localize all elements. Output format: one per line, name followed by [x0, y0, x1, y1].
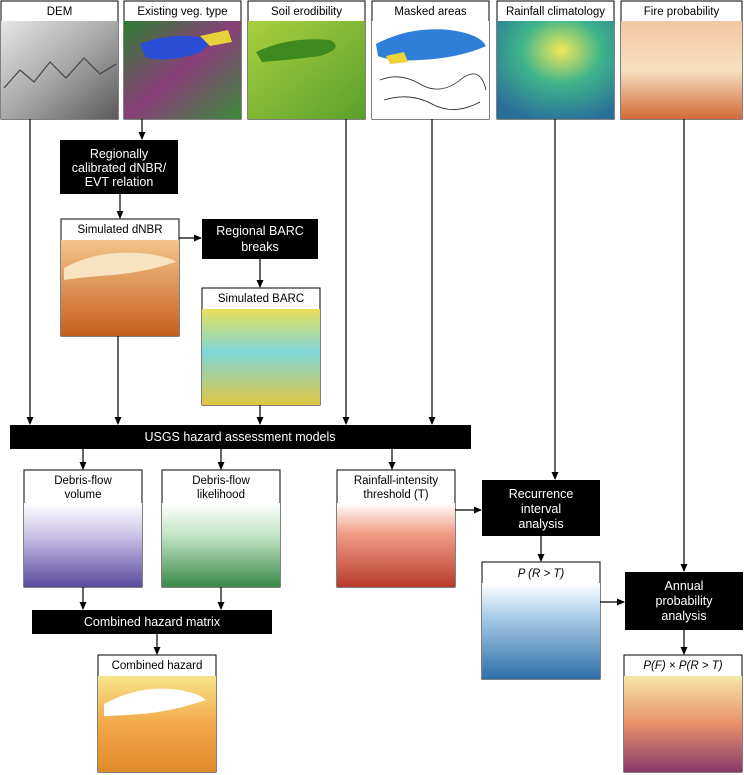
- panel-prt: P (R > T): [481, 561, 601, 680]
- box-annual-probability: Annual probability analysis: [625, 572, 743, 630]
- threshold-map: [337, 503, 455, 587]
- panel-masked-label: Masked areas: [394, 6, 466, 18]
- panel-masked: Masked areas: [371, 0, 490, 120]
- veg-water-patch: [140, 36, 208, 60]
- likelihood-line-2: likelihood: [197, 489, 245, 501]
- annual-line-1: Annual: [665, 579, 704, 593]
- panel-rain: Rainfall climatology: [496, 0, 615, 120]
- calib-line-3: EVT relation: [85, 175, 154, 189]
- panel-debris-volume: Debris-flow volume: [23, 469, 143, 588]
- panel-combined-hazard: Combined hazard: [97, 654, 217, 773]
- annual-line-3: analysis: [661, 609, 706, 623]
- combined-label: Combined hazard: [112, 660, 203, 672]
- rain-map: [497, 21, 614, 119]
- calib-line-2: calibrated dNBR/: [72, 161, 167, 175]
- connectors: [26, 119, 688, 655]
- usgs-label: USGS hazard assessment models: [144, 430, 335, 444]
- barc-map: [202, 309, 320, 405]
- recurrence-line-2: interval: [521, 502, 561, 516]
- panel-soil: Soil erodibility: [247, 0, 366, 120]
- box-combined-hazard-matrix: Combined hazard matrix: [32, 610, 272, 634]
- masked-streams: [379, 73, 487, 110]
- panel-simulated-barc: Simulated BARC: [201, 287, 321, 406]
- panel-simulated-dnbr: Simulated dNBR: [60, 218, 180, 337]
- panel-debris-likelihood: Debris-flow likelihood: [161, 469, 281, 588]
- volume-line-2: volume: [64, 489, 101, 501]
- panel-fire: Fire probability: [620, 0, 743, 120]
- soil-map: [248, 21, 365, 119]
- panel-dem: DEM: [0, 0, 119, 120]
- veg-yellow-patch: [200, 30, 232, 46]
- threshold-line-1: Rainfall-intensity: [354, 475, 439, 487]
- box-usgs-models: USGS hazard assessment models: [10, 425, 471, 449]
- likelihood-line-1: Debris-flow: [192, 475, 250, 487]
- dem-ridges: [3, 57, 117, 89]
- box-recurrence-analysis: Recurrence interval analysis: [482, 480, 600, 536]
- threshold-line-2: threshold (T): [363, 489, 428, 501]
- likelihood-map: [162, 503, 280, 587]
- panel-soil-label: Soil erodibility: [271, 6, 342, 18]
- soil-dark-band: [256, 39, 336, 62]
- dem-map: [1, 21, 118, 119]
- prt-map: [482, 583, 600, 679]
- fire-map: [621, 21, 742, 119]
- panel-veg-label: Existing veg. type: [137, 6, 227, 18]
- panel-dem-label: DEM: [47, 6, 73, 18]
- calib-line-1: Regionally: [90, 147, 149, 161]
- final-label: P(F) × P(R > T): [643, 660, 722, 672]
- volume-map: [24, 503, 142, 587]
- volume-line-1: Debris-flow: [54, 475, 112, 487]
- barc-breaks-line-2: breaks: [241, 240, 279, 254]
- panel-rain-label: Rainfall climatology: [506, 6, 605, 18]
- final-map: [624, 676, 742, 772]
- panel-rainfall-threshold: Rainfall-intensity threshold (T): [336, 469, 456, 588]
- masked-yellow-area: [386, 52, 408, 64]
- prt-label: P (R > T): [518, 568, 565, 580]
- barc-breaks-line-1: Regional BARC: [216, 224, 304, 238]
- combined-white-band: [104, 688, 206, 716]
- annual-line-2: probability: [656, 594, 714, 608]
- dnbr-light-band: [64, 252, 176, 280]
- panel-final-probability: P(F) × P(R > T): [623, 654, 743, 773]
- recurrence-line-1: Recurrence: [509, 487, 574, 501]
- recurrence-line-3: analysis: [518, 517, 563, 531]
- barc-label: Simulated BARC: [218, 293, 304, 305]
- matrix-label: Combined hazard matrix: [84, 615, 221, 629]
- box-calibrated-relation: Regionally calibrated dNBR/ EVT relation: [60, 140, 178, 194]
- box-regional-barc-breaks: Regional BARC breaks: [202, 219, 318, 259]
- panel-fire-label: Fire probability: [644, 6, 720, 18]
- panel-veg: Existing veg. type: [123, 0, 242, 120]
- dnbr-label: Simulated dNBR: [77, 224, 162, 236]
